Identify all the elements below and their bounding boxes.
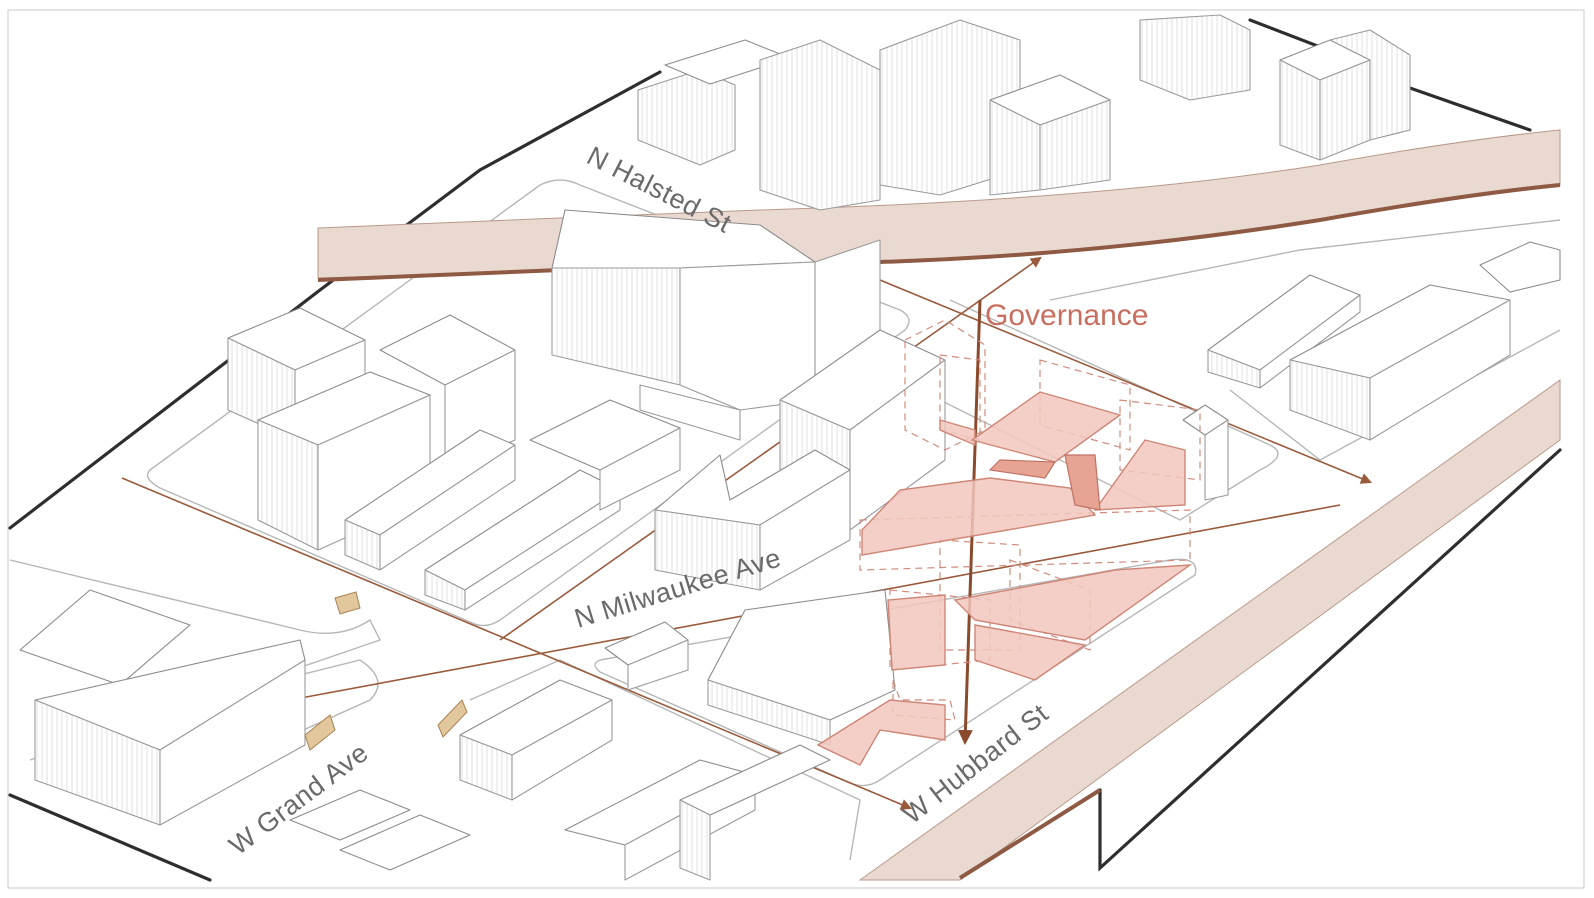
governance-annotation: Governance	[985, 299, 1148, 332]
buildings-south-west	[20, 590, 895, 880]
buildings-east	[1208, 242, 1560, 440]
